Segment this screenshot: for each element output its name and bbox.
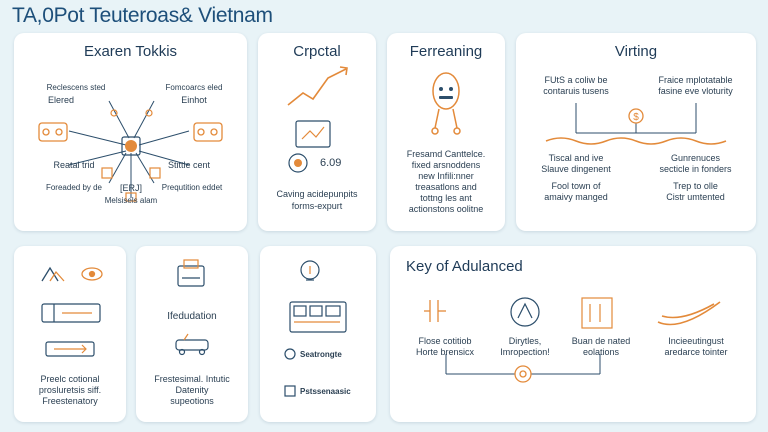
left-device-icon: [38, 122, 68, 142]
label-reatal: Reatal trid: [53, 160, 95, 170]
label-erj: [ERJ]: [119, 183, 142, 193]
svg-text:$: $: [633, 112, 639, 123]
right-mid-line-1: Gunrenuces: [670, 153, 721, 163]
card-ferreaning: Ferreaning Fresamd Canttelce. fixed arsn…: [387, 33, 505, 231]
label-elered: Elered: [47, 95, 74, 105]
left-mid-line-1: Tiscal and ive: [548, 153, 604, 163]
caption-line-6: actionstons oolitne: [408, 204, 484, 214]
key-diagram: [424, 297, 721, 383]
metric-value: 6.09: [320, 157, 342, 169]
item-1-line-2: Horte brensicx: [415, 347, 475, 357]
caption-line-2: fixed arsnoddens: [411, 160, 481, 170]
card-virting: Virting $ FUtS a coliw be contaruis tuse…: [516, 33, 756, 231]
vehicle-icon: [175, 333, 209, 356]
mountain-icon: [41, 266, 65, 282]
caption-line-1: Preelc cotional: [40, 374, 100, 384]
label-prequtition: Prequtition eddet: [161, 183, 223, 192]
item-4-line-1: Incieeutingust: [668, 336, 724, 346]
badge-icon-1: [284, 348, 296, 360]
lightbulb-icon: [300, 260, 320, 281]
item-3-line-1: Buan de nated: [571, 336, 631, 346]
card-bottom-2: Ifedudation Frestesimal. Intutic Datenit…: [136, 246, 248, 422]
label-melsisels: Melsisels alam: [104, 196, 158, 205]
trend-line-icon: [287, 66, 348, 173]
printer-icon: [177, 259, 205, 287]
document-chart-icon: [295, 120, 331, 148]
dollar-icon: [628, 108, 644, 124]
label-fomcoarcs: Fomcoarcs eled: [165, 83, 223, 92]
card-crpctal: Crpctal 6.09 Caving acidepunpits forms-e…: [258, 33, 376, 231]
circuit-icon: [424, 300, 446, 322]
item-2-line-2: Imropection!: [500, 347, 550, 357]
right-mid-line-2: secticle in fonders: [659, 164, 732, 174]
label-stittle: Stittle cent: [167, 160, 211, 170]
flow-diagram: $: [545, 103, 727, 145]
item-3-line-2: eolations: [582, 347, 620, 357]
label-seatrongte: Seatrongte: [300, 350, 342, 359]
arrow-card-icon: [45, 341, 95, 357]
caption-line-5: tottng les ant: [420, 193, 472, 203]
left-top-line-1: FUtS a coliw be: [544, 75, 608, 85]
caption-line-3: new Infili:nner: [418, 171, 474, 181]
caption-line-2: forms-expurt: [291, 201, 343, 211]
left-bot-line-1: Fool town of: [551, 181, 601, 191]
label-reclescens: Reclescens sted: [46, 83, 106, 92]
caption-line-3: Freestenatory: [42, 396, 98, 406]
item-1-line-1: Flose cotitiob: [418, 336, 472, 346]
label-foreaded: Foreaded by de: [45, 183, 103, 192]
caption-line-4: treasatlons and: [415, 182, 477, 192]
icons-cluster: [284, 260, 347, 397]
swoosh-icon: [657, 301, 721, 326]
icons-cluster: [175, 259, 209, 356]
character-icon: [431, 72, 461, 135]
right-top-line-2: fasine eve vloturity: [658, 86, 733, 96]
gauge-icon: [288, 153, 308, 173]
building-icon: [581, 297, 613, 329]
icons-cluster: [41, 266, 103, 357]
card-title: Crpctal: [293, 43, 341, 60]
right-top-line-1: Fraice mplotatable: [658, 75, 733, 85]
center-hub-icon: [121, 136, 141, 156]
right-device-icon: [193, 122, 223, 142]
item-2-line-1: Dirytles,: [508, 336, 542, 346]
card-title: Exaren Tokkis: [83, 43, 178, 60]
caption-line-2: Datenity: [175, 385, 209, 395]
caption-line-3: supeotions: [170, 396, 214, 406]
compass-icon: [510, 297, 540, 327]
left-mid-line-2: Slauve dingenent: [541, 164, 611, 174]
left-top-line-2: contaruis tusens: [543, 86, 609, 96]
left-bot-line-2: amaivy manged: [544, 192, 608, 202]
caption-line-2: prosluretsis siff.: [38, 385, 102, 395]
dashboard-icon: [289, 301, 347, 333]
ticket-icon: [41, 303, 101, 323]
card-title: Key of Adulanced: [406, 258, 523, 275]
card-exaren-tokkis: Exaren Tokkis: [14, 33, 247, 231]
eye-icon: [81, 267, 103, 281]
right-bot-line-1: Trep to olle: [673, 181, 718, 191]
label-pstssenaasic: Pstssenaasic: [300, 387, 351, 396]
badge-icon-2: [284, 385, 296, 397]
caption-line-1: Fresamd Canttelce.: [406, 149, 486, 159]
node-icons: [101, 109, 161, 202]
right-bot-line-2: Cistr umtented: [666, 192, 725, 202]
caption-line-1: Caving acidepunpits: [276, 189, 358, 199]
label-ifedudation: Ifedudation: [167, 311, 217, 322]
caption-line-1: Frestesimal. Intutic: [154, 374, 230, 384]
card-bottom-1: Preelc cotional prosluretsis siff. Frees…: [14, 246, 126, 422]
card-bottom-3: Seatrongte Pstssenaasic: [260, 246, 376, 422]
card-title: Virting: [614, 43, 658, 60]
page-title: TA,0Pot Teuteroas& Vietnam: [12, 4, 273, 27]
card-key-of-adulanced: Key of Adulanced Flo: [390, 246, 756, 422]
card-title: Ferreaning: [409, 43, 483, 60]
network-diagram: [38, 100, 223, 202]
item-4-line-2: aredarce tointer: [664, 347, 728, 357]
settings-icon: [514, 365, 532, 383]
label-einhot: Einhot: [181, 95, 207, 105]
